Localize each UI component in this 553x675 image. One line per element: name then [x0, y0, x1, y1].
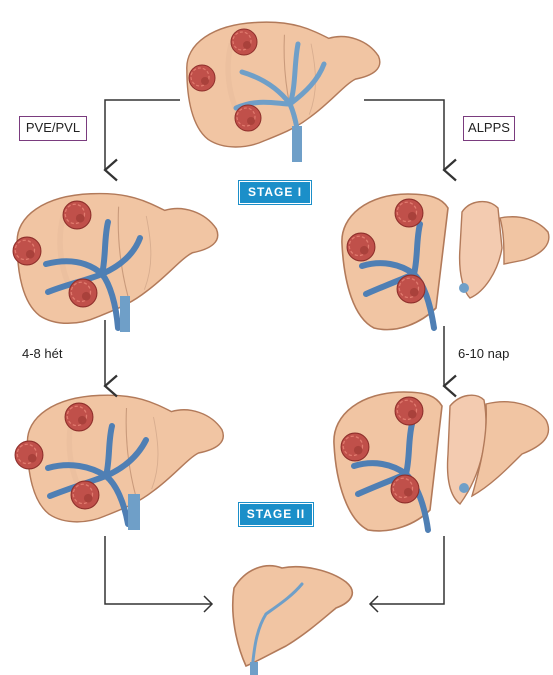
procedure-label-pve-pvl: PVE/PVL	[19, 116, 87, 141]
flow-arrow-pve	[105, 100, 180, 170]
flow-arrow-right-to-final	[370, 536, 444, 604]
stage-one-badge: STAGE I	[239, 181, 311, 204]
liver-after-alpps	[342, 194, 549, 330]
flow-arrow-left-to-final	[105, 536, 212, 604]
procedure-label-alpps: ALPPS	[463, 116, 515, 141]
liver-after-pve	[13, 194, 218, 332]
stage-two-badge: STAGE II	[239, 503, 313, 526]
liver-initial	[187, 22, 380, 162]
liver-final-remnant	[233, 566, 353, 675]
interval-label-left: 4-8 hét	[22, 346, 62, 361]
liver-left-stage-two	[15, 395, 223, 530]
liver-right-stage-two	[334, 392, 549, 531]
interval-label-right: 6-10 nap	[458, 346, 509, 361]
flow-arrow-alpps	[364, 100, 444, 170]
